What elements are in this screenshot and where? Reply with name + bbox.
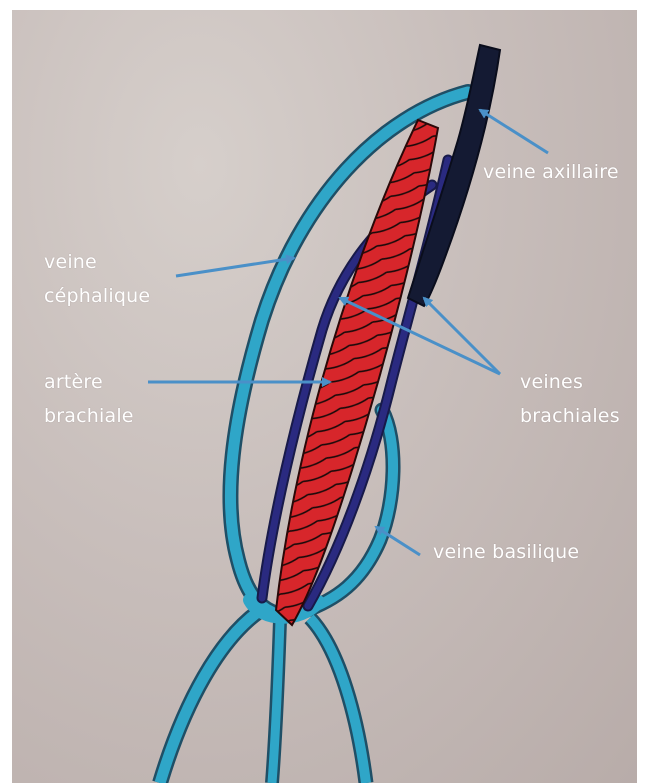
label-artere-brachiale-line1: artère <box>44 368 103 396</box>
label-artere-brachiale-line2: brachiale <box>44 402 134 430</box>
label-veines-brachiales-line2: brachiales <box>520 402 620 430</box>
label-veines-brachiales-line1: veines <box>520 368 583 396</box>
label-veine-cephalique-line2: céphalique <box>44 282 150 310</box>
label-veine-basilique: veine basilique <box>433 538 579 566</box>
label-veine-cephalique-line1: veine <box>44 248 97 276</box>
arrow-veines-brachiales-2 <box>424 298 500 374</box>
arrow-veine-axillaire <box>480 110 548 153</box>
label-veine-axillaire: veine axillaire <box>483 158 619 186</box>
lower-branch-left <box>160 612 258 783</box>
